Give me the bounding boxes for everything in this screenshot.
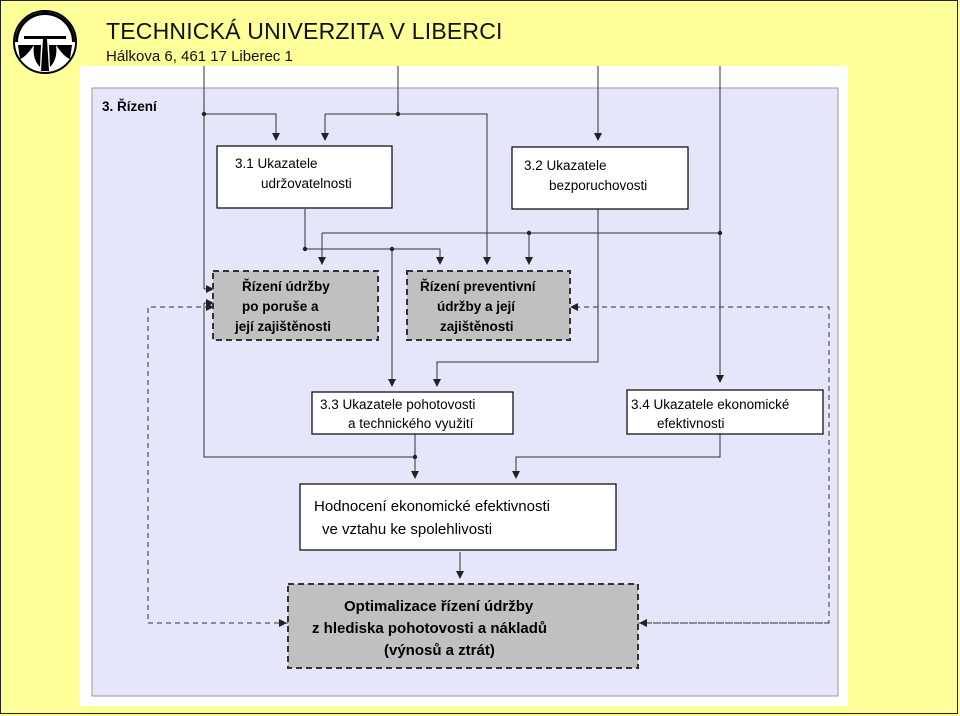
svg-text:její zajištěnosti: její zajištěnosti <box>234 319 331 334</box>
box-optimalizace: Optimalizace řízení údržby z hlediska po… <box>287 583 639 669</box>
junction-dots <box>201 111 723 460</box>
box-rizeni-udrzby-po-poruse: Řízení údržby po poruše a její zajištěno… <box>212 270 379 341</box>
dashed-feedback-lines <box>147 303 830 627</box>
svg-text:Optimalizace řízení údržby: Optimalizace řízení údržby <box>344 598 534 615</box>
svg-text:ve vztahu ke spolehlivosti: ve vztahu ke spolehlivosti <box>322 521 492 538</box>
svg-text:Hodnocení ekonomické efektivno: Hodnocení ekonomické efektivnosti <box>314 498 550 515</box>
svg-text:Řízení preventivní: Řízení preventivní <box>420 279 537 294</box>
svg-text:zajištěnosti: zajištěnosti <box>440 319 514 334</box>
box-ukazatele-ekonomicke: 3.4 Ukazatele ekonomické efektivnosti <box>626 389 824 435</box>
box-ukazatele-udrzovatelnosti: 3.1 Ukazatele udržovatelnosti <box>216 145 393 209</box>
process-diagram: 3. Řízení <box>91 66 839 697</box>
box-ukazatele-pohotovosti: 3.3 Ukazatele pohotovosti a technického … <box>311 391 514 435</box>
svg-text:efektivnosti: efektivnosti <box>657 416 725 431</box>
university-name: TECHNICKÁ UNIVERZITA V LIBERCI <box>106 18 503 44</box>
svg-text:údržby a její: údržby a její <box>437 299 516 314</box>
svg-text:3.1 Ukazatele: 3.1 Ukazatele <box>235 156 318 171</box>
svg-text:bezporuchovosti: bezporuchovosti <box>549 178 647 193</box>
box-ukazatele-bezporuchovosti: 3.2 Ukazatele bezporuchovosti <box>511 146 689 210</box>
svg-text:Řízení údržby: Řízení údržby <box>242 279 330 294</box>
svg-text:3.3 Ukazatele pohotovosti: 3.3 Ukazatele pohotovosti <box>320 397 475 412</box>
svg-text:po poruše a: po poruše a <box>242 299 319 314</box>
svg-text:3.2 Ukazatele: 3.2 Ukazatele <box>524 158 607 173</box>
diagram-area: 3. Řízení <box>80 66 848 706</box>
connector-lines <box>203 66 724 579</box>
svg-text:(výnosů a ztrát): (výnosů a ztrát) <box>384 642 495 659</box>
box-rizeni-preventivni-udrzby: Řízení preventivní údržby a její zajiště… <box>406 270 571 341</box>
svg-text:3.4 Ukazatele ekonomické: 3.4 Ukazatele ekonomické <box>631 397 789 412</box>
box-hodnoceni: Hodnocení ekonomické efektivnosti ve vzt… <box>299 483 617 551</box>
tul-logo-icon <box>13 10 77 74</box>
svg-text:udržovatelnosti: udržovatelnosti <box>261 176 352 191</box>
svg-text:a technického využití: a technického využití <box>348 416 474 431</box>
section-title: 3. Řízení <box>102 99 158 114</box>
svg-text:z hlediska pohotovosti a nákla: z hlediska pohotovosti a nákladů <box>312 620 547 637</box>
university-address: Hálkova 6, 461 17 Liberec 1 <box>106 48 293 65</box>
